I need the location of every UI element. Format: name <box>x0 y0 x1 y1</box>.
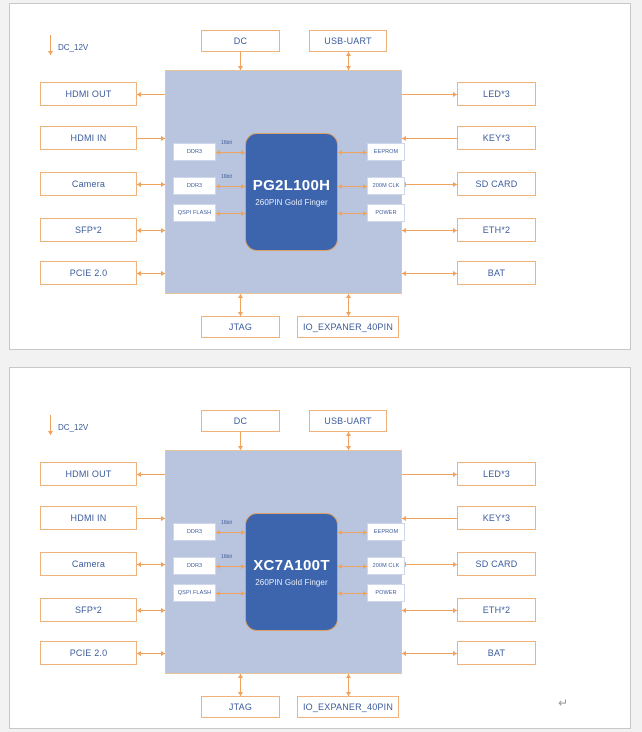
left-connector-2 <box>137 180 165 189</box>
top-connector-0 <box>236 432 245 450</box>
left-block-3[interactable]: SFP*2 <box>40 218 137 242</box>
document-page-1: DC_12V PG2L100H 260PIN Gold Finger DC USB-U… <box>9 3 631 350</box>
left-connector-0 <box>137 90 165 99</box>
top-block-1[interactable]: USB-UART <box>309 30 387 52</box>
left-connector-1 <box>137 134 165 143</box>
inner-left-block-0[interactable]: DDR3 <box>173 523 216 541</box>
bottom-connector-1 <box>344 674 353 696</box>
inner-right-block-1[interactable]: 200M CLK <box>367 177 405 195</box>
power-label-dc-12v: DC_12V <box>58 43 89 52</box>
inner-left-bus-label-0: 16bit <box>221 520 232 526</box>
inner-right-block-0[interactable]: EEPROM <box>367 523 405 541</box>
inner-left-bus-label-0: 16bit <box>221 140 232 146</box>
inner-left-bus-label-1: 16bit <box>221 554 232 560</box>
inner-left-block-0[interactable]: DDR3 <box>173 143 216 161</box>
right-block-0[interactable]: LED*3 <box>457 82 536 106</box>
inner-right-connector-2 <box>338 589 367 598</box>
inner-right-connector-0 <box>338 528 367 537</box>
right-block-1[interactable]: KEY*3 <box>457 506 536 530</box>
left-connector-3 <box>137 606 165 615</box>
core-chip-subtitle: 260PIN Gold Finger <box>255 197 328 207</box>
left-connector-0 <box>137 470 165 479</box>
inner-left-connector-1 <box>216 562 245 571</box>
left-connector-2 <box>137 560 165 569</box>
right-connector-4 <box>402 269 457 278</box>
right-connector-4 <box>402 649 457 658</box>
inner-right-connector-2 <box>338 209 367 218</box>
left-block-1[interactable]: HDMI IN <box>40 506 137 530</box>
right-block-2[interactable]: SD CARD <box>457 552 536 576</box>
right-block-0[interactable]: LED*3 <box>457 462 536 486</box>
top-block-1[interactable]: USB-UART <box>309 410 387 432</box>
right-connector-0 <box>402 470 457 479</box>
inner-left-connector-0 <box>216 528 245 537</box>
inner-right-block-0[interactable]: EEPROM <box>367 143 405 161</box>
inner-right-connector-1 <box>338 562 367 571</box>
left-block-3[interactable]: SFP*2 <box>40 598 137 622</box>
core-chip-subtitle: 260PIN Gold Finger <box>255 577 328 587</box>
bottom-block-0[interactable]: JTAG <box>201 316 280 338</box>
right-block-3[interactable]: ETH*2 <box>457 598 536 622</box>
right-connector-2 <box>402 180 457 189</box>
left-connector-1 <box>137 514 165 523</box>
bottom-connector-0 <box>236 674 245 696</box>
bottom-block-1[interactable]: IO_EXPANER_40PIN <box>297 696 399 718</box>
inner-left-block-1[interactable]: DDR3 <box>173 557 216 575</box>
left-block-0[interactable]: HDMI OUT <box>40 82 137 106</box>
document-page-2: DC_12V XC7A100T 260PIN Gold Finger DC USB-U… <box>9 367 631 729</box>
core-chip-name: PG2L100H <box>252 177 331 195</box>
bottom-connector-0 <box>236 294 245 316</box>
power-arrow-dc-12v <box>46 35 55 55</box>
inner-right-connector-0 <box>338 148 367 157</box>
block-diagram-pg2l100h: DC_12V PG2L100H 260PIN Gold Finger DC USB-U… <box>10 4 630 349</box>
top-connector-0 <box>236 52 245 70</box>
inner-left-connector-0 <box>216 148 245 157</box>
inner-right-connector-1 <box>338 182 367 191</box>
right-connector-2 <box>402 560 457 569</box>
top-block-0[interactable]: DC <box>201 410 280 432</box>
right-connector-0 <box>402 90 457 99</box>
bottom-connector-1 <box>344 294 353 316</box>
left-block-2[interactable]: Camera <box>40 552 137 576</box>
inner-left-bus-label-1: 16bit <box>221 174 232 180</box>
paragraph-return-mark: ↵ <box>558 696 569 710</box>
core-chip: PG2L100H 260PIN Gold Finger <box>245 133 338 251</box>
top-block-0[interactable]: DC <box>201 30 280 52</box>
left-block-0[interactable]: HDMI OUT <box>40 462 137 486</box>
right-block-3[interactable]: ETH*2 <box>457 218 536 242</box>
core-chip-name: XC7A100T <box>253 557 330 575</box>
right-block-2[interactable]: SD CARD <box>457 172 536 196</box>
right-connector-1 <box>402 514 457 523</box>
inner-left-connector-2 <box>216 209 245 218</box>
top-connector-1 <box>344 52 353 70</box>
top-connector-1 <box>344 432 353 450</box>
left-block-1[interactable]: HDMI IN <box>40 126 137 150</box>
left-connector-3 <box>137 226 165 235</box>
inner-right-block-2[interactable]: POWER <box>367 584 405 602</box>
right-connector-3 <box>402 226 457 235</box>
right-block-4[interactable]: BAT <box>457 641 536 665</box>
inner-right-block-1[interactable]: 200M CLK <box>367 557 405 575</box>
bottom-block-1[interactable]: IO_EXPANER_40PIN <box>297 316 399 338</box>
left-block-4[interactable]: PCIE 2.0 <box>40 261 137 285</box>
left-connector-4 <box>137 649 165 658</box>
block-diagram-xc7a100t: DC_12V XC7A100T 260PIN Gold Finger DC USB-U… <box>10 368 630 728</box>
right-block-1[interactable]: KEY*3 <box>457 126 536 150</box>
bottom-block-0[interactable]: JTAG <box>201 696 280 718</box>
core-chip: XC7A100T 260PIN Gold Finger <box>245 513 338 631</box>
left-block-2[interactable]: Camera <box>40 172 137 196</box>
left-connector-4 <box>137 269 165 278</box>
right-connector-1 <box>402 134 457 143</box>
power-arrow-dc-12v <box>46 415 55 435</box>
left-block-4[interactable]: PCIE 2.0 <box>40 641 137 665</box>
inner-left-block-2[interactable]: QSPI FLASH <box>173 584 216 602</box>
inner-left-connector-2 <box>216 589 245 598</box>
inner-right-block-2[interactable]: POWER <box>367 204 405 222</box>
inner-left-connector-1 <box>216 182 245 191</box>
right-block-4[interactable]: BAT <box>457 261 536 285</box>
power-label-dc-12v: DC_12V <box>58 423 89 432</box>
inner-left-block-2[interactable]: QSPI FLASH <box>173 204 216 222</box>
inner-left-block-1[interactable]: DDR3 <box>173 177 216 195</box>
right-connector-3 <box>402 606 457 615</box>
